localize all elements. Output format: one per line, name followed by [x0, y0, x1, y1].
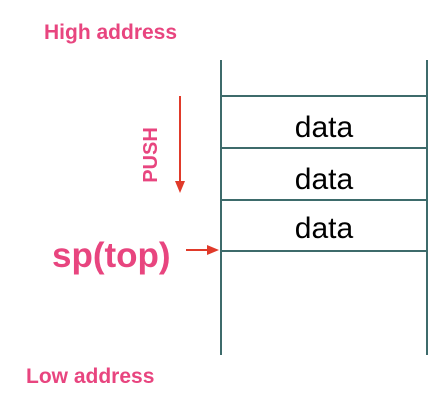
- stack-cell-data-3: data: [294, 212, 354, 245]
- push-arrow-icon: [175, 96, 185, 193]
- high-address-label: High address: [44, 21, 178, 44]
- stack-divider-line: [220, 199, 428, 201]
- stack-divider-line: [220, 250, 428, 252]
- stack-pointer-label: sp(top): [52, 236, 171, 275]
- low-address-label: Low address: [26, 365, 155, 388]
- stack-cell-data-1: data: [294, 111, 354, 144]
- stack-divider-line: [220, 95, 428, 97]
- stack-divider-line: [220, 147, 428, 149]
- stack-right-wall: [426, 60, 428, 355]
- sp-pointer-arrow-icon: [186, 245, 219, 255]
- stack-cell-data-2: data: [294, 163, 354, 196]
- stack-left-wall: [220, 60, 222, 355]
